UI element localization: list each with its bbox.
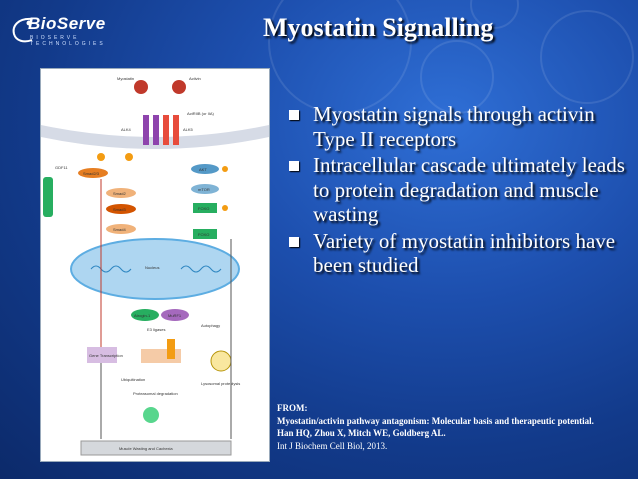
pathway-diagram: Myostatin Activin ActRIIB (or IIA) ALK4 … (41, 76, 269, 456)
foxo-box (193, 203, 217, 213)
bioserve-logo: BioServe BIOSERVE TECHNOLOGIES (8, 14, 116, 48)
ubiquitination-label: Ubiquitination (121, 377, 145, 382)
receptor-bar (163, 115, 169, 145)
foxo-label: FOXO (198, 206, 209, 211)
proteasomal-label: Proteasomal degradation (133, 391, 178, 396)
bullet-text: Myostatin signals through activin Type I… (313, 102, 595, 151)
myostatin-ligand (134, 80, 148, 94)
dna-strand (90, 265, 132, 273)
alk5-label: ALK5 (183, 127, 194, 132)
receptor-bar (173, 115, 179, 145)
e3-label: E3 ligases (147, 327, 165, 332)
foxo-box (193, 229, 217, 239)
activin-ligand (172, 80, 186, 94)
smad-node (78, 168, 108, 178)
mtor-node (191, 184, 219, 194)
smad-label: Smad2/3 (83, 171, 100, 176)
bullet-item: Variety of myostatin inhibitors have bee… (287, 229, 632, 278)
foxo-label: FOXO (198, 232, 209, 237)
reference-journal: Int J Biochem Cell Biol, 2013. (277, 440, 388, 451)
bullet-square-icon (289, 161, 299, 171)
logo-text: BioServe (28, 14, 106, 33)
gene-transcription-box (87, 347, 117, 363)
outcome-box (80, 440, 232, 456)
outcome-label: Muscle Wasting and Cachexia (119, 446, 173, 451)
atrogin-label: Atrogin-1 (134, 313, 151, 318)
smad-node (106, 204, 136, 214)
reference-label: FROM: (277, 403, 308, 413)
slide-title: Myostatin Signalling (263, 13, 494, 42)
smad-node (106, 188, 136, 198)
smad-label: Smad3 (113, 207, 126, 212)
murf1-label: MuRF1 (168, 313, 182, 318)
bullet-square-icon (289, 236, 299, 247)
akt-node (191, 164, 219, 174)
reference-block: FROM: Myostatin/activin pathway antagoni… (277, 402, 627, 452)
decor-bubble (420, 40, 494, 114)
phospho-node (97, 153, 105, 161)
receptor-label: ActRIIB (or IIA) (187, 111, 215, 116)
mtor-label: mTOR (198, 187, 210, 192)
bullet-text: Variety of myostatin inhibitors have bee… (313, 228, 616, 278)
lysosome (210, 350, 232, 372)
bullet-item: Intracellular cascade ultimately leads t… (287, 153, 632, 227)
alk4-label: ALK4 (121, 127, 132, 132)
gdf11-label: GDF11 (55, 165, 68, 170)
reference-authors: Han HQ, Zhou X, Mitch WE, Goldberg AL. (277, 428, 446, 438)
logo-swoosh-icon (12, 17, 33, 43)
ligand-label-activin: Activin (189, 76, 201, 81)
receptor-bar (143, 115, 149, 145)
phospho-node (125, 153, 133, 161)
dna-strand (180, 265, 222, 273)
reference-title: Myostatin/activin pathway antagonism: Mo… (277, 415, 594, 426)
gene-transcription-label: Gene Transcription (89, 353, 123, 358)
gdf11-box (43, 177, 53, 217)
ubiquitin-chain (167, 339, 175, 359)
nucleus (70, 238, 240, 300)
decor-bubble (540, 10, 634, 104)
bullet-text: Intracellular cascade ultimately leads t… (313, 153, 625, 226)
bullet-square-icon (289, 110, 299, 120)
pathway-figure: Myostatin Activin ActRIIB (or IIA) ALK4 … (40, 68, 270, 462)
bullet-item: Myostatin signals through activin Type I… (287, 102, 632, 151)
logo-subtext: BIOSERVE TECHNOLOGIES (30, 35, 106, 47)
murf1-node (161, 309, 189, 321)
autophagy-label: Autophagy (201, 323, 220, 328)
lysosomal-label: Lysosomal proteolysis (201, 381, 240, 386)
smad-label: Smad2 (113, 191, 126, 196)
smad-label: Smad4 (113, 227, 126, 232)
akt-label: AKT (199, 167, 207, 172)
nucleus-label: Nucleus (145, 265, 159, 270)
receptor-bar (153, 115, 159, 145)
phospho-node (222, 205, 228, 211)
ligand-label-myostatin: Myostatin (117, 76, 134, 81)
smad-node (106, 224, 136, 234)
atrogin-node (131, 309, 159, 321)
protein-fragments (143, 407, 159, 423)
bullet-list: Myostatin signals through activin Type I… (287, 102, 632, 280)
phospho-node (222, 166, 228, 172)
